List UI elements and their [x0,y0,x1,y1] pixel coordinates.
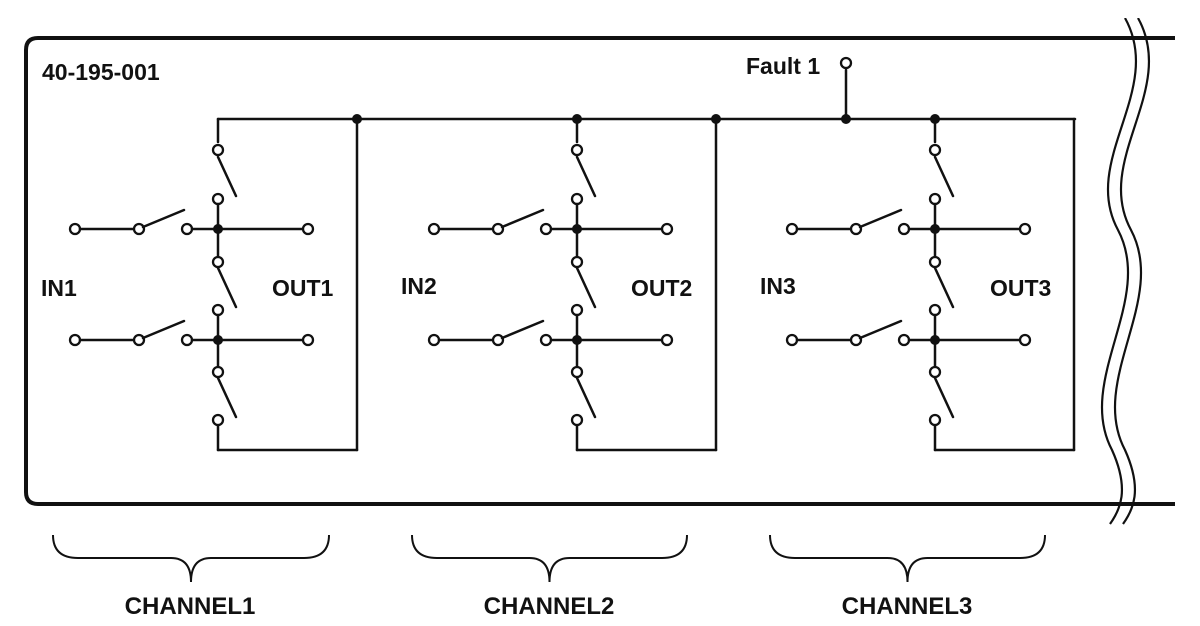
terminal [660,222,674,236]
switch-blade [216,155,238,198]
terminal [849,222,863,236]
channel-3-output-label: OUT3 [990,275,1051,301]
channel-1-name: CHANNEL1 [125,593,256,620]
channel-3-brace [769,534,1046,583]
channel-1-output-label: OUT1 [272,275,334,301]
switch-blade [858,208,903,229]
junction-dot [841,114,851,124]
terminal [211,192,225,206]
terminal [928,192,942,206]
channel-2-name: CHANNEL2 [484,593,615,620]
junction-dot [352,114,362,124]
channel-3-name: CHANNEL3 [842,593,973,620]
terminal [211,143,225,157]
terminal [539,333,553,347]
switch-blade [141,208,186,229]
terminal [427,222,441,236]
channel-1-input-label: IN1 [41,275,77,301]
junction-dot [572,114,582,124]
terminal [211,413,225,427]
terminal [1018,222,1032,236]
terminal [211,365,225,379]
switch-blade [575,155,597,198]
switch-blade [500,208,545,229]
switch-blade [216,266,238,309]
circuit [68,56,1077,452]
terminal [132,333,146,347]
switch-blade [500,319,545,340]
terminal [180,333,194,347]
channel-1-brace [52,534,330,583]
terminal [660,333,674,347]
terminal [570,192,584,206]
channel-2-output-label: OUT2 [631,275,692,301]
channel-2-brace [411,534,688,583]
break-gap [1100,0,1160,18]
terminal [928,303,942,317]
terminal [570,143,584,157]
switch-blade [933,266,955,309]
switch-blade [933,155,955,198]
terminal [570,413,584,427]
switch-blade [933,376,955,419]
terminal [132,222,146,236]
terminal [301,222,315,236]
terminal [928,365,942,379]
break-marks [1100,17,1150,525]
terminal [570,303,584,317]
terminal [211,255,225,269]
terminal [301,333,315,347]
terminal [897,333,911,347]
terminal [785,333,799,347]
terminal [1018,333,1032,347]
terminal [491,333,505,347]
terminal [427,333,441,347]
module-enclosure [24,36,1175,506]
terminal [180,222,194,236]
junction-dot [711,114,721,124]
switch-blade [141,319,186,340]
terminal [211,303,225,317]
terminal [849,333,863,347]
switch-blade [575,266,597,309]
terminal [491,222,505,236]
part-number: 40-195-001 [42,59,160,85]
channel-3-input-label: IN3 [760,273,796,299]
switch-blade [858,319,903,340]
terminal [68,222,82,236]
switch-blade [575,376,597,419]
terminal [539,222,553,236]
terminal [68,333,82,347]
terminal [839,56,853,70]
terminal [570,255,584,269]
terminal [928,143,942,157]
switch-blade [216,376,238,419]
channel-2-input-label: IN2 [401,273,437,299]
terminal [928,255,942,269]
junction-dot [930,114,940,124]
fault-label: Fault 1 [746,53,820,79]
terminal [928,413,942,427]
terminal [785,222,799,236]
terminal [570,365,584,379]
terminal [897,222,911,236]
